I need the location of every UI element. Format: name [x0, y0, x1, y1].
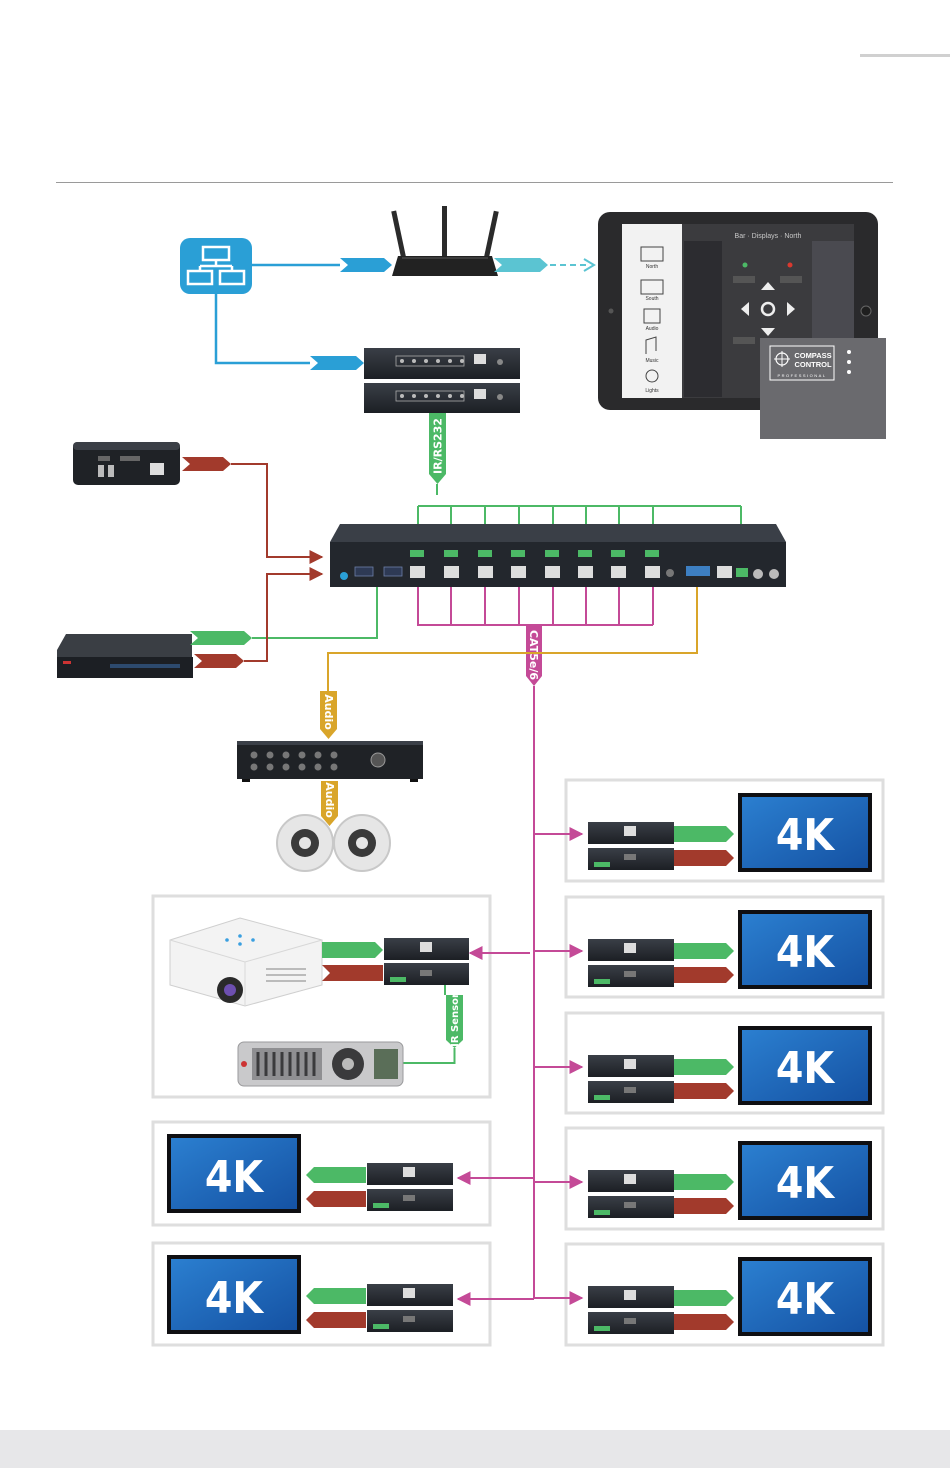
ceiling-speaker-left	[277, 815, 333, 871]
display-room-right-3: 4K	[534, 1026, 872, 1105]
media-player-source	[57, 634, 193, 678]
display-room-right-2: 4K	[534, 910, 872, 989]
network-arrow-ir-module	[310, 356, 364, 370]
compass-line3: PROFESSIONAL	[777, 373, 826, 378]
ceiling-speaker-right	[334, 815, 390, 871]
ir-sensor-line	[403, 1048, 455, 1063]
display-room-left-1: 4K	[167, 1134, 534, 1213]
ir-rs232-module-top	[364, 348, 520, 379]
ipad-room-north: North	[646, 264, 658, 270]
ir-sensor-label: IR Sensor	[450, 993, 461, 1047]
hdbaset-receiver-projector	[384, 938, 469, 985]
display-4k-text: 4K	[776, 1043, 836, 1094]
display-room-right-4: 4K	[534, 1141, 872, 1220]
wifi-arrow	[494, 258, 548, 272]
ir-rs232-label: IR/RS232	[432, 418, 445, 474]
pc-hdmi-line	[231, 464, 322, 557]
player-ir-line	[252, 584, 377, 638]
display-room-left-2: 4K	[167, 1255, 534, 1334]
projector	[170, 918, 322, 1006]
ir-rs232-module-bottom	[364, 383, 520, 413]
audio-amplifier	[237, 741, 423, 782]
display-4k-text: 4K	[776, 810, 836, 861]
footer-band	[0, 1430, 950, 1468]
ipad-room-audio: Audio	[646, 326, 659, 332]
cat-output-bus	[418, 587, 653, 625]
cat5e6-label: CAT5e/6	[527, 630, 540, 680]
display-4k-text: 4K	[776, 1158, 836, 1209]
compass-line1: COMPASS	[794, 351, 831, 360]
display-4k-text: 4K	[776, 927, 836, 978]
ipad-header-text: Bar · Displays · North	[735, 233, 802, 240]
ir-remote-control	[238, 1042, 403, 1086]
wifi-router	[391, 206, 499, 276]
network-line-ir-module	[216, 294, 310, 363]
audio-label-amp: Audio	[322, 694, 335, 730]
display-room-right-5: 4K	[534, 1257, 872, 1336]
ipad-room-lights: Lights	[645, 388, 659, 394]
hdbaset-matrix-switcher	[330, 524, 786, 587]
player-hdmi-line	[244, 574, 322, 661]
header-accent-bar	[860, 54, 950, 57]
header-divider	[56, 182, 893, 183]
player-ir-arrow	[190, 631, 252, 645]
projector-hdmi-arrow	[322, 965, 383, 981]
ipad-room-south: South	[645, 296, 658, 302]
compass-line2: CONTROL	[794, 360, 831, 369]
pc-hdmi-arrow	[182, 457, 231, 471]
ipad-room-music: Music	[645, 358, 659, 364]
audio-line-amp	[328, 587, 697, 691]
network-arrow-router	[340, 258, 392, 272]
display-4k-text: 4K	[205, 1152, 265, 1203]
network-switch-icon	[180, 238, 252, 294]
display-4k-text: 4K	[205, 1273, 265, 1324]
mini-pc-source	[73, 442, 180, 485]
display-room-right-1: 4K	[534, 793, 872, 872]
player-hdmi-arrow	[194, 654, 244, 668]
display-4k-text: 4K	[776, 1274, 836, 1325]
audio-label-speakers: Audio	[323, 782, 336, 818]
projector-ir-arrow	[322, 942, 383, 958]
